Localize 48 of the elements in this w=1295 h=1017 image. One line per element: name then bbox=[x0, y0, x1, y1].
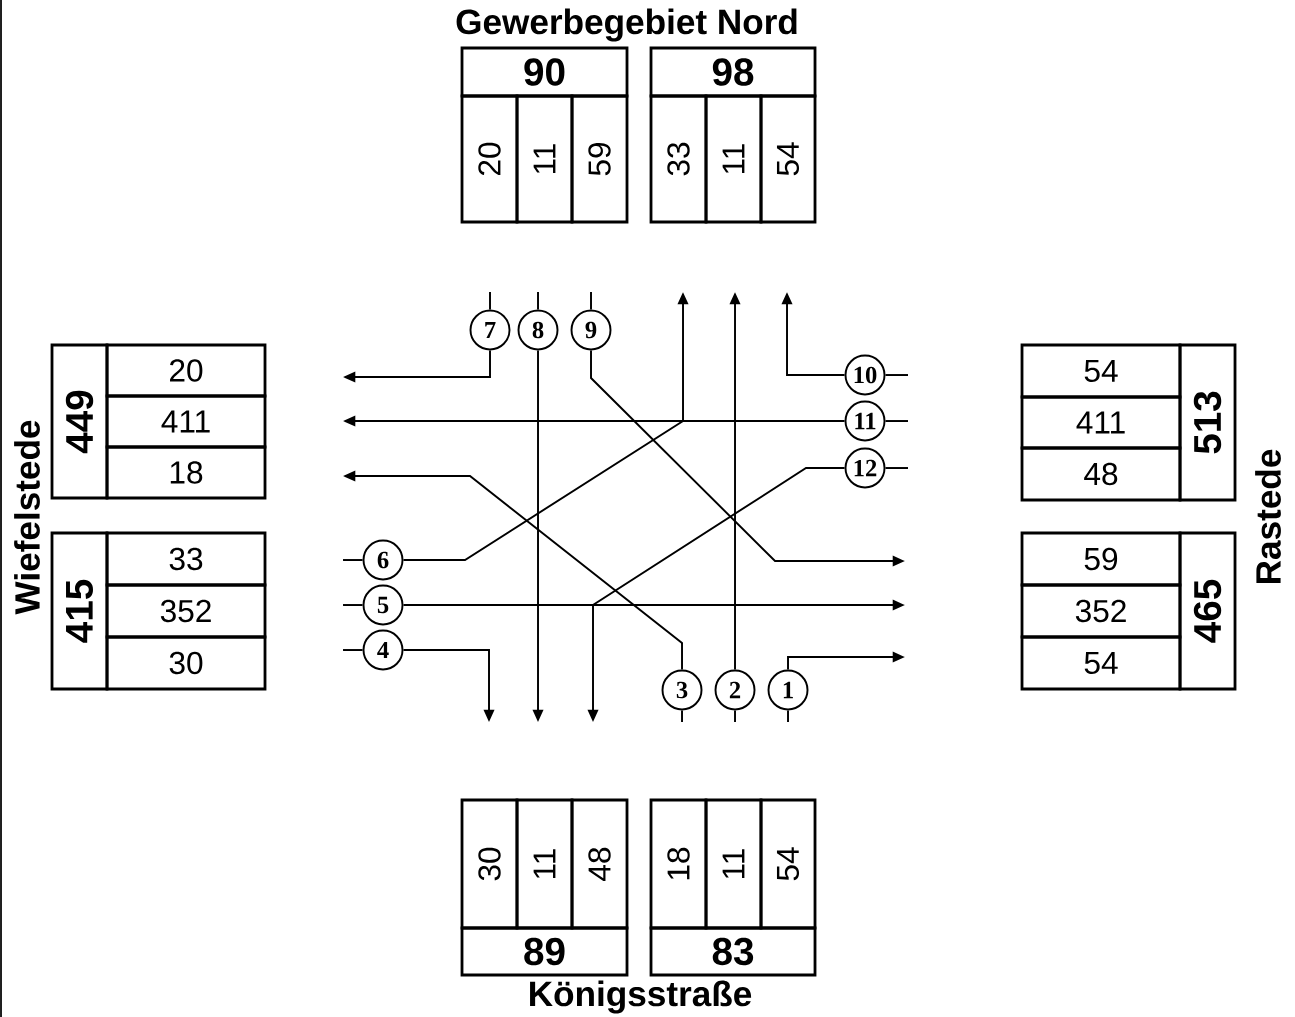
road-line bbox=[342, 604, 364, 606]
count-cell: 54 bbox=[759, 94, 817, 224]
count-cell: 11 bbox=[704, 94, 763, 224]
road-line bbox=[884, 467, 909, 469]
count-cell: 20 bbox=[460, 94, 519, 224]
header-cell: 449 bbox=[50, 343, 109, 500]
count-cell: 18 bbox=[105, 445, 267, 500]
road-name: Rastede bbox=[1255, 449, 1281, 584]
header-cell: 98 bbox=[649, 46, 817, 98]
count-cell: 54 bbox=[1020, 635, 1182, 691]
count-cell: 54 bbox=[1020, 343, 1182, 399]
count-cell: 30 bbox=[460, 798, 519, 930]
road-line bbox=[342, 649, 364, 651]
count-cell: 33 bbox=[105, 531, 267, 587]
road-line bbox=[537, 291, 539, 311]
header-cell: 83 bbox=[649, 926, 817, 977]
count-cell: 11 bbox=[515, 798, 574, 930]
road-line bbox=[734, 709, 736, 723]
road-line bbox=[342, 559, 364, 561]
count-cell: 11 bbox=[515, 94, 574, 224]
count-cell: 352 bbox=[1020, 583, 1182, 639]
road-name: Gewerbegebiet Nord bbox=[456, 8, 797, 42]
count-cell: 352 bbox=[105, 583, 267, 639]
road-line bbox=[884, 420, 909, 422]
road-line bbox=[681, 709, 683, 723]
header-cell: 513 bbox=[1178, 343, 1237, 502]
road-line bbox=[884, 374, 909, 376]
count-cell: 59 bbox=[570, 94, 629, 224]
count-cell: 48 bbox=[1020, 446, 1182, 502]
count-cell: 48 bbox=[570, 798, 629, 930]
count-cell: 33 bbox=[649, 94, 708, 224]
header-cell: 415 bbox=[50, 531, 109, 691]
count-cell: 11 bbox=[704, 798, 763, 930]
header-cell: 90 bbox=[460, 46, 629, 98]
road-name: Königsstraße bbox=[530, 980, 752, 1014]
count-cell: 411 bbox=[105, 394, 267, 449]
header-cell: 89 bbox=[460, 926, 629, 977]
count-cell: 20 bbox=[105, 343, 267, 398]
road-line bbox=[787, 709, 789, 723]
road-name: Wiefelstede bbox=[14, 420, 40, 615]
count-cell: 59 bbox=[1020, 531, 1182, 587]
count-cell: 30 bbox=[105, 635, 267, 691]
count-cell: 18 bbox=[649, 798, 708, 930]
count-cell: 54 bbox=[759, 798, 817, 930]
count-cell: 411 bbox=[1020, 395, 1182, 450]
road-line bbox=[489, 291, 491, 311]
road-line bbox=[590, 291, 592, 311]
header-cell: 465 bbox=[1178, 531, 1237, 691]
